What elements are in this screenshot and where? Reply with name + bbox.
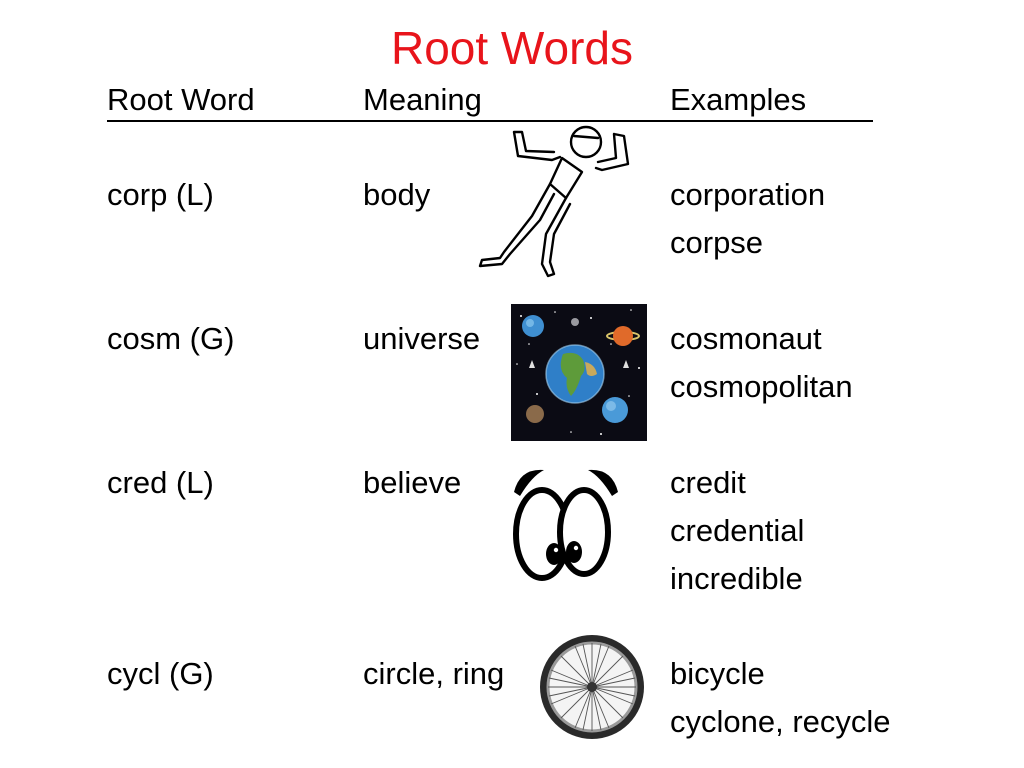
row-cycl-root: cycl (G) bbox=[107, 656, 214, 691]
example-item: cosmopolitan bbox=[670, 369, 853, 404]
header-root-word: Root Word bbox=[107, 82, 255, 117]
row-cred-meaning: believe bbox=[363, 465, 462, 500]
row-cred-examples: credit credential incredible bbox=[670, 459, 804, 603]
universe-planets-icon bbox=[511, 304, 647, 441]
row-corp-root: corp (L) bbox=[107, 177, 214, 212]
row-corp-meaning: body bbox=[363, 177, 431, 212]
example-item: corporation bbox=[670, 177, 826, 212]
row-cycl-examples: bicycle cyclone, recycle bbox=[670, 650, 891, 746]
row-cosm-examples: cosmonaut cosmopolitan bbox=[670, 315, 853, 411]
header-underline bbox=[107, 120, 873, 122]
slide-title: Root Words bbox=[390, 22, 634, 74]
row-cycl-meaning: circle, ring bbox=[363, 656, 505, 691]
example-item: corpse bbox=[670, 225, 764, 260]
header-examples: Examples bbox=[670, 82, 807, 117]
example-item: cyclone, recycle bbox=[670, 704, 891, 739]
row-cosm-root: cosm (G) bbox=[107, 321, 235, 356]
example-item: credit bbox=[670, 465, 746, 500]
row-cred-root: cred (L) bbox=[107, 465, 214, 500]
bicycle-wheel-icon bbox=[540, 635, 644, 739]
cartoon-eyes-icon bbox=[513, 469, 618, 581]
header-meaning: Meaning bbox=[363, 82, 482, 117]
example-item: incredible bbox=[670, 561, 803, 596]
example-item: bicycle bbox=[670, 656, 765, 691]
row-corp-examples: corporation corpse bbox=[670, 171, 825, 267]
row-cosm-meaning: universe bbox=[363, 321, 481, 356]
stick-figure-icon bbox=[478, 125, 630, 278]
example-item: credential bbox=[670, 513, 805, 548]
example-item: cosmonaut bbox=[670, 321, 822, 356]
